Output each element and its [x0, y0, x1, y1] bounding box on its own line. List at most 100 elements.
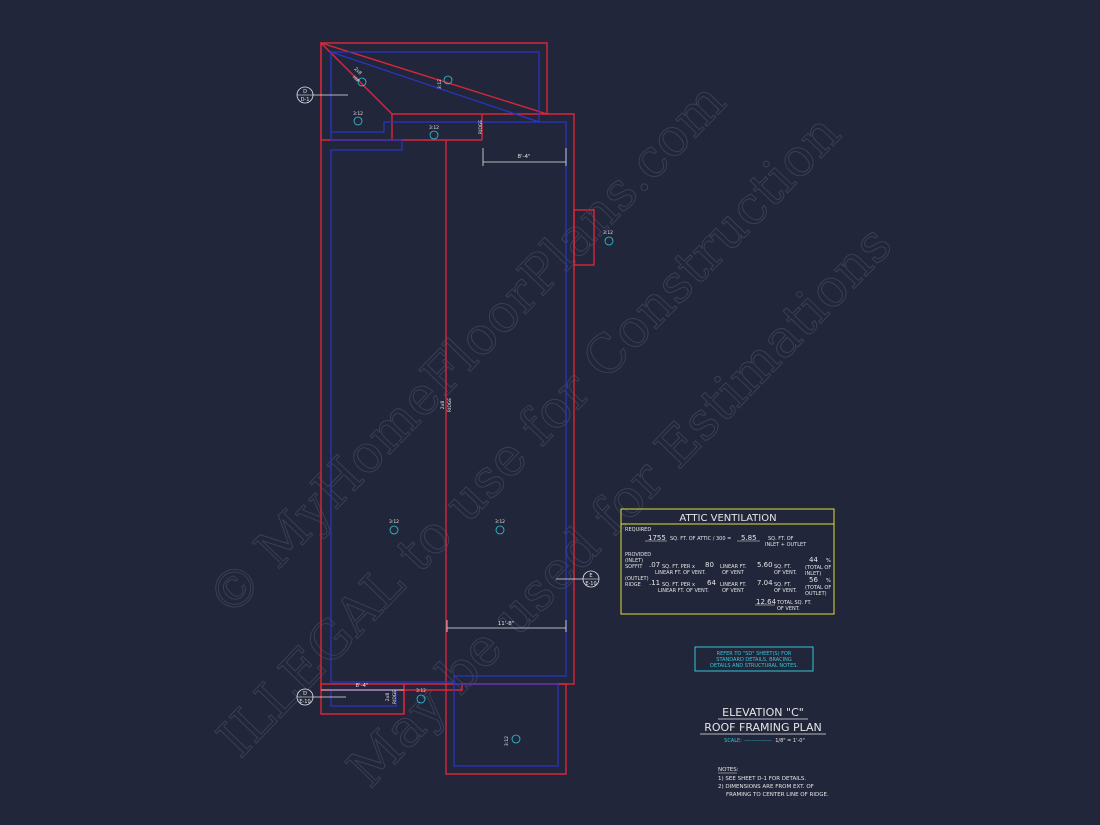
notes-item1: 1) SEE SHEET D-1 FOR DETAILS.	[718, 776, 806, 782]
scale-value: 1/8" = 1'-0"	[775, 738, 805, 744]
attic-ridge-pct-text: (TOTAL OF	[805, 585, 831, 591]
slope-text-left: 3:12	[389, 519, 399, 525]
attic-soffit-linear-text2: OF VENT	[722, 570, 745, 576]
refer-note-box	[694, 646, 814, 672]
attic-soffit-linear: 80	[705, 561, 714, 569]
title-block: ELEVATION "C" ROOF FRAMING PLAN SCALE: -…	[700, 706, 826, 744]
attic-ridge-value: .11	[649, 579, 660, 587]
section-d-top-label: D	[303, 89, 307, 95]
section-d-bottom-label: D	[303, 691, 307, 697]
attic-total-value: 12.64	[756, 598, 777, 606]
title-line1: ELEVATION "C"	[722, 706, 804, 719]
attic-ridge-linear-text: LINEAR FT.	[720, 582, 747, 588]
attic-ventilation-table: ATTIC VENTILATION REQUIRED 1755 SQ. FT. …	[620, 508, 835, 615]
ridge-bottom-label: RIDGE	[392, 690, 398, 704]
refer-note-line3: DETAILS AND STRUCTURAL NOTES.	[710, 663, 798, 669]
slope-circle-topleft	[353, 116, 363, 126]
title-line2: ROOF FRAMING PLAN	[704, 721, 822, 734]
attic-soffit-pct-unit: %	[826, 558, 831, 564]
attic-required-sqft: 1755	[648, 534, 666, 542]
attic-soffit-pct-text: (TOTAL OF	[805, 565, 831, 571]
attic-soffit-text1: SQ. FT. PER x	[662, 564, 695, 570]
dimensions	[313, 94, 583, 698]
attic-ridge-text2: LINEAR FT. OF VENT.	[658, 588, 709, 594]
section-e10-bottom-label: E-10	[299, 699, 310, 705]
attic-title: ATTIC VENTILATION	[679, 513, 776, 524]
slope-circle-right	[495, 525, 505, 535]
bay-box	[573, 209, 595, 266]
hip-line	[320, 42, 393, 115]
section-e-right-label: E	[589, 573, 592, 579]
dim-8-4-top-text: 8'-4"	[517, 154, 530, 160]
slope-text-ridge-top: 3:12	[429, 125, 439, 131]
dimension-texts: 8'-4" 11'-8" 8'-4"	[355, 154, 530, 689]
attic-ridge-linear-text2: OF VENT	[722, 588, 745, 594]
hip-type-label: HIP	[351, 75, 361, 85]
attic-soffit-result: 5.60	[757, 561, 773, 569]
attic-soffit-result-unit: SQ. FT.	[774, 564, 792, 570]
slope-text-right: 3:12	[495, 519, 505, 525]
scale-label: SCALE:	[724, 738, 742, 744]
attic-ridge-linear: 64	[707, 579, 716, 587]
slope-circle-ridge-top	[429, 130, 439, 140]
attic-soffit-linear-text: LINEAR FT.	[720, 564, 747, 570]
slope-circle-bay	[604, 236, 614, 246]
slope-text-top: 3:12	[437, 79, 443, 89]
notes: NOTES: 1) SEE SHEET D-1 FOR DETAILS. 2) …	[718, 767, 829, 798]
slope-symbols	[353, 75, 614, 744]
notes-item2b: FRAMING TO CENTER LINE OF RIDGE.	[726, 792, 829, 798]
attic-ridge-pct-unit: %	[826, 578, 831, 584]
notes-heading: NOTES:	[718, 767, 739, 773]
attic-ridge-pct-text2: OUTLET)	[805, 591, 827, 597]
attic-total-text: TOTAL SQ. FT.	[776, 600, 812, 606]
slope-circle-top	[443, 75, 453, 85]
refer-note-line2: STANDARD DETAILS, BRACING	[716, 657, 792, 663]
section-d1-top-label: D-1	[301, 97, 310, 103]
watermark-line2: ILLEGAL to use for Construction	[206, 103, 852, 769]
section-e10-right-label: E-10	[585, 581, 596, 587]
attic-soffit-pct-text2: INLET)	[805, 571, 821, 577]
attic-outlet-label: (OUTLET)	[625, 576, 649, 582]
slope-text-bottom: 3:12	[416, 688, 426, 694]
wall-lower-wing	[453, 683, 559, 767]
slope-text-bay: 3:12	[603, 230, 613, 236]
attic-soffit-label: SOFFIT	[625, 564, 643, 570]
attic-box	[620, 508, 835, 615]
section-markers: D D-1 E E-10 D E-10	[296, 86, 600, 706]
attic-soffit-pct: 44	[809, 556, 818, 564]
dim-11-8-text: 11'-8"	[498, 621, 515, 627]
watermark-line1: © MyHomeFloorPlans.com	[196, 71, 737, 629]
ridge-top-label: RIDGE	[478, 120, 484, 134]
notes-item2a: 2) DIMENSIONS ARE FROM EXT. OF	[718, 784, 814, 790]
slope-texts: 3:12 3:12 3:12 3:12 3:12 3:12 3:12 3:12	[353, 79, 613, 746]
slope-text-wing: 3:12	[504, 736, 510, 746]
watermark: © MyHomeFloorPlans.com ILLEGAL to use fo…	[196, 71, 905, 800]
attic-soffit-text2: LINEAR FT. OF VENT.	[655, 570, 706, 576]
attic-ridge-result-unit: SQ. FT.	[774, 582, 792, 588]
ridge-main-label: RIDGE	[447, 398, 453, 412]
attic-required-text: SQ. FT. OF ATTIC / 300 =	[670, 536, 731, 542]
attic-provided-label: PROVIDED	[625, 552, 651, 558]
slope-circle-wing	[511, 734, 521, 744]
slope-circle-bottom	[416, 694, 426, 704]
attic-ridge-pct: 56	[809, 576, 818, 584]
roof-edge-top-left	[320, 42, 548, 141]
ridge-bottom-size: 2x8	[385, 693, 391, 702]
refer-note-line1: REFER TO "SD" SHEET(S) FOR	[717, 651, 792, 657]
refer-note: REFER TO "SD" SHEET(S) FOR STANDARD DETA…	[694, 646, 814, 672]
attic-ridge-result-unit2: OF VENT.	[774, 588, 797, 594]
dim-8-4-bottom-text: 8'-4"	[355, 683, 368, 689]
attic-soffit-value: .07	[649, 561, 660, 569]
attic-ridge-label: RIDGE	[625, 582, 641, 588]
wall-top	[330, 51, 540, 133]
attic-inlet-label: (INLET)	[625, 558, 643, 564]
attic-required-label: REQUIRED	[625, 527, 651, 533]
slope-text-topleft: 3:12	[353, 111, 363, 117]
slope-circle-hip	[357, 77, 367, 87]
attic-ridge-text1: SQ. FT. PER x	[662, 582, 695, 588]
attic-total-text2: OF VENT.	[777, 606, 800, 612]
attic-ridge-result: 7.04	[757, 579, 773, 587]
attic-required-unit: SQ. FT. OF	[768, 536, 794, 542]
ridge-labels: 2x8 RIDGE RIDGE 2x8 RIDGE 2x8 HIP	[351, 66, 484, 704]
